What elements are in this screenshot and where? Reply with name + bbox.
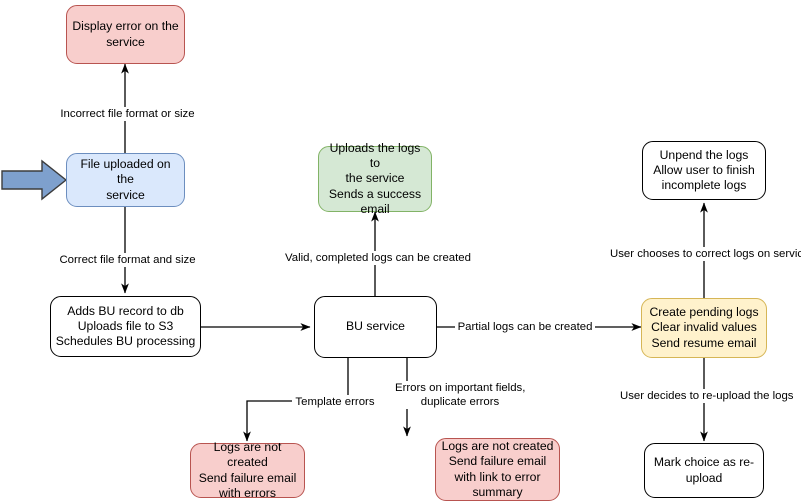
node-uploads-logs-label: Uploads the logs to the service Sends a … (328, 141, 422, 216)
node-display-error[interactable]: Display error on the service (66, 5, 185, 64)
node-display-error-label: Display error on the service (72, 19, 179, 49)
edge-label-correct-format: Correct file format and size (56, 253, 199, 267)
node-logs-not-created-link[interactable]: Logs are not created Send failure email … (435, 438, 560, 501)
node-create-pending-logs[interactable]: Create pending logs Clear invalid values… (641, 298, 767, 358)
node-bu-service-label: BU service (346, 319, 405, 334)
node-create-pending-logs-label: Create pending logs Clear invalid values… (649, 305, 759, 350)
edge-label-incorrect-format: Incorrect file format or size (54, 107, 201, 121)
edge-label-partial-logs: Partial logs can be created (455, 320, 595, 334)
node-logs-not-created-link-label: Logs are not created Send failure email … (441, 439, 554, 499)
input-block-arrow-icon (1, 159, 68, 201)
edge-label-important-fields: Errors on important fields, duplicate er… (393, 381, 527, 409)
edge-label-user-corrects: User chooses to correct logs on service (608, 247, 801, 261)
edge-label-user-reuploads: User decides to re-upload the logs (618, 389, 795, 403)
node-adds-bu-record[interactable]: Adds BU record to db Uploads file to S3 … (50, 296, 201, 357)
node-bu-service[interactable]: BU service (314, 296, 437, 358)
node-logs-not-created-errors[interactable]: Logs are not created Send failure email … (190, 440, 305, 500)
node-file-uploaded-label: File uploaded on the service (80, 157, 171, 202)
node-mark-choice-reupload-label: Mark choice as re- upload (653, 455, 755, 485)
edge-label-template-errors: Template errors (292, 395, 378, 409)
node-unpend-logs-label: Unpend the logs Allow user to finish inc… (653, 147, 755, 193)
node-adds-bu-record-label: Adds BU record to db Uploads file to S3 … (55, 303, 196, 349)
edge-label-valid-logs: Valid, completed logs can be created (283, 251, 472, 265)
node-uploads-logs[interactable]: Uploads the logs to the service Sends a … (318, 141, 432, 216)
node-unpend-logs[interactable]: Unpend the logs Allow user to finish inc… (642, 141, 766, 200)
node-logs-not-created-errors-label: Logs are not created Send failure email … (198, 440, 297, 500)
node-mark-choice-reupload[interactable]: Mark choice as re- upload (644, 443, 764, 498)
node-file-uploaded[interactable]: File uploaded on the service (66, 153, 185, 207)
